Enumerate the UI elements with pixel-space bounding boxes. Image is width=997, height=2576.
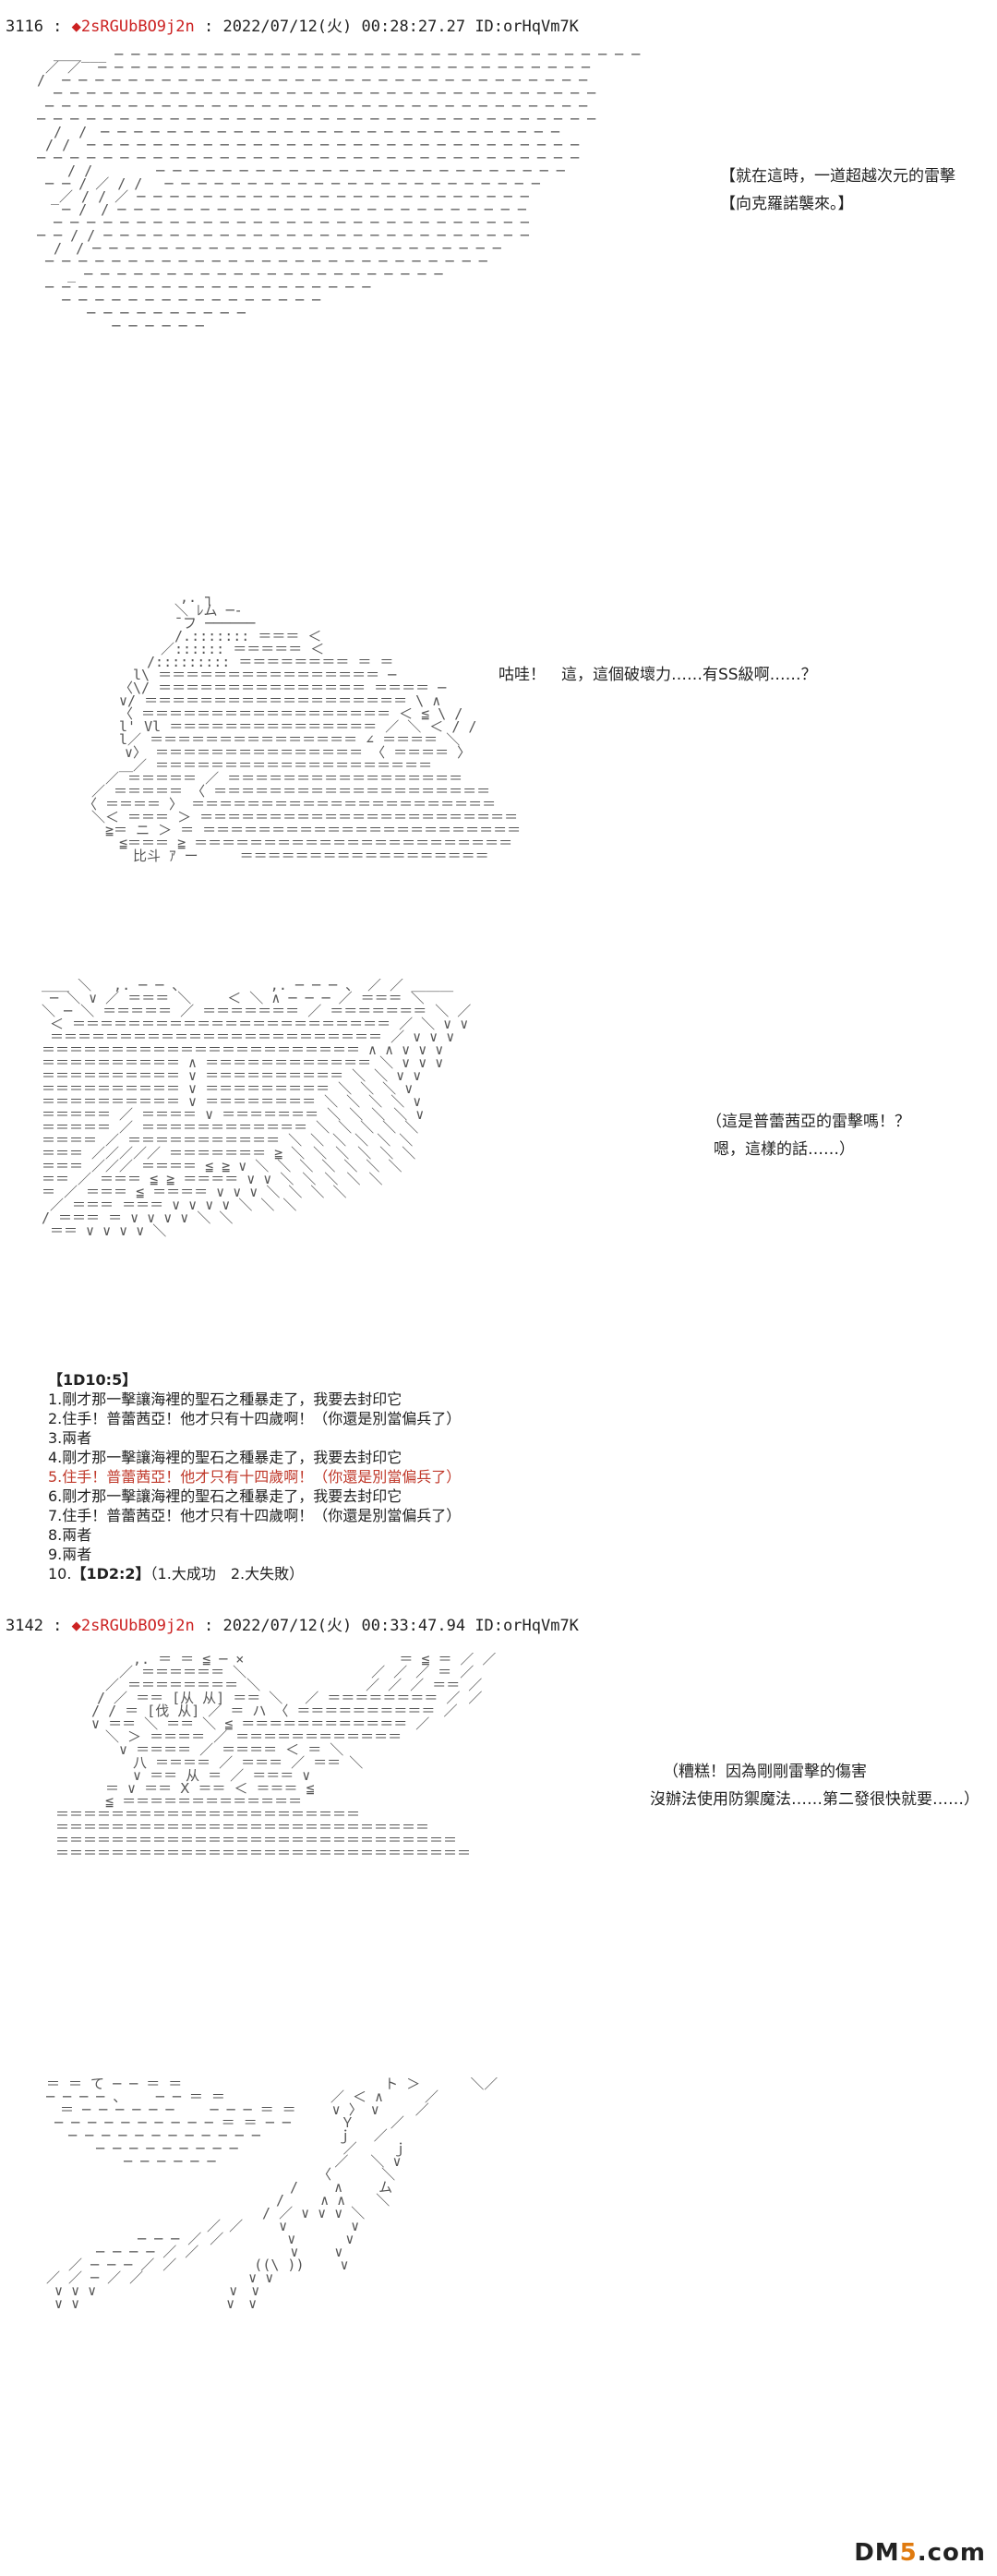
watermark-prefix: DM — [854, 2539, 900, 2567]
watermark-suffix: .com — [917, 2539, 986, 2567]
dice-option-rest: （1.大成功 2.大失敗） — [150, 1565, 305, 1583]
post-number: 3116 : — [6, 18, 63, 36]
ascii-art-scene-5: ＝ ＝ て ─ ─ ＝ ＝ ト ＞ ＼／ ─ ─ ─ ─ 、 ─ ─ ＝ ＝ ／… — [46, 2077, 498, 2312]
post-header-2: 3142 : ◆2sRGUbBO9j2n : 2022/07/12(火) 00:… — [6, 1612, 579, 1635]
trip-diamond-icon: ◆ — [71, 18, 81, 36]
caption-precia-thunder: （這是普蕾茜亞的雷擊嗎！？ 嗯，這樣的話……） — [706, 1108, 910, 1163]
caption-destructive-power: 咕哇！ 這，這個破壞力……有SS級啊……？ — [498, 661, 817, 689]
site-watermark-logo: DM5.com — [854, 2539, 986, 2567]
caption-line: 沒辦法使用防禦魔法……第二發很快就要……） — [650, 1790, 979, 1809]
dice-option: 2.住手！普蕾茜亞！他才只有十四歲啊！（你還是別當偏兵了） — [48, 1410, 462, 1427]
caption-line: 嗯，這樣的話……） — [714, 1140, 855, 1159]
ascii-art-scene-1: ＿＿___ ─ ─ ─ ─ ─ ─ ─ ─ ─ ─ ─ ─ ─ ─ ─ ─ ─ … — [37, 48, 641, 334]
tripcode-link[interactable]: 2sRGUbBO9j2n — [80, 1617, 195, 1635]
dice-roll-results: 【1D10:5】 1.剛才那一擊讓海裡的聖石之種暴走了，我要去封印它 2.住手！… — [48, 1370, 461, 1583]
dice-option: 9.兩者 — [48, 1546, 92, 1563]
post-meta: : 2022/07/12(火) 00:33:47.94 ID:orHqVm7K — [194, 1617, 579, 1635]
caption-defense-magic: （糟糕！因為剛剛雷擊的傷害 沒辦法使用防禦魔法……第二發很快就要……） — [650, 1758, 979, 1813]
dice-option: 6.剛才那一擊讓海裡的聖石之種暴走了，我要去封印它 — [48, 1487, 402, 1505]
ascii-art-scene-3: ＿＿ ＼ ,. ─ ─ 、 ,. ─ ─ ─ 、 ／ ／ ＿＿＿ ─ ＼ ∨ ／… — [42, 979, 472, 1239]
dice-option-last: 10.【1D2:2】（1.大成功 2.大失敗） — [48, 1564, 461, 1583]
dice-option-selected: 5.住手！普蕾茜亞！他才只有十四歲啊！（你還是別當偏兵了） — [48, 1468, 462, 1486]
watermark-mid: 5 — [899, 2539, 918, 2567]
ascii-art-scene-2: ,. ┐ ＼ ﾚム ─‐ ¯フ ────── /.::::::: ＝＝＝ ＜ ／… — [83, 591, 522, 864]
caption-line: （糟糕！因為剛剛雷擊的傷害 — [663, 1763, 867, 1781]
dice-option-prefix: 10. — [48, 1565, 72, 1583]
tripcode-link[interactable]: 2sRGUbBO9j2n — [80, 18, 195, 36]
post-number: 3142 : — [6, 1617, 63, 1635]
caption-lightning-strike: 【就在這時，一道超越次元的雷擊 【向克羅諾襲來。】 — [720, 163, 955, 218]
dice-option: 7.住手！普蕾茜亞！他才只有十四歲啊！（你還是別當偏兵了） — [48, 1507, 462, 1524]
post-meta: : 2022/07/12(火) 00:28:27.27 ID:orHqVm7K — [194, 18, 579, 36]
dice-option: 1.剛才那一擊讓海裡的聖石之種暴走了，我要去封印它 — [48, 1390, 402, 1408]
dice-option: 4.剛才那一擊讓海裡的聖石之種暴走了，我要去封印它 — [48, 1449, 402, 1466]
caption-line: 咕哇！ 這，這個破壞力……有SS級啊……？ — [498, 666, 817, 684]
caption-line: 【向克羅諾襲來。】 — [720, 195, 854, 213]
post-header-1: 3116 : ◆2sRGUbBO9j2n : 2022/07/12(火) 00:… — [6, 13, 579, 36]
caption-line: 【就在這時，一道超越次元的雷擊 — [720, 167, 955, 186]
dice-option: 8.兩者 — [48, 1526, 92, 1544]
dice-header: 【1D10:5】 — [48, 1371, 138, 1389]
caption-line: （這是普蕾茜亞的雷擊嗎！？ — [706, 1113, 910, 1131]
dice-subroll: 【1D2:2】 — [71, 1565, 150, 1583]
dice-option: 3.兩者 — [48, 1429, 92, 1447]
trip-diamond-icon: ◆ — [71, 1617, 81, 1635]
ascii-art-scene-4: ,. ＝ ＝ ≦ ─ × ＝ ≦ ＝ ／ ／ ／ ＝＝＝＝＝＝ ＼ ／ ／ ／ … — [55, 1653, 497, 1861]
